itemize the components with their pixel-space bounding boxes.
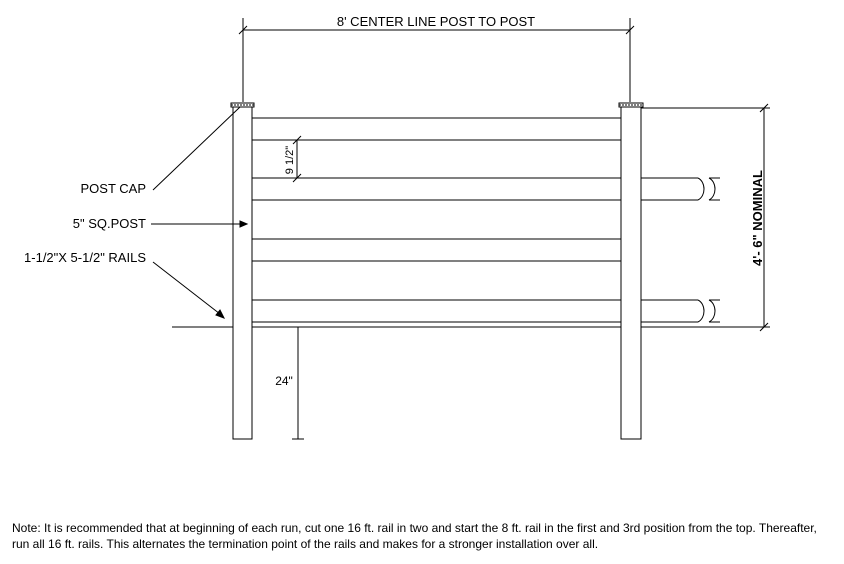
- rail-2: [251, 177, 622, 201]
- rail-1: [251, 117, 622, 141]
- rail-4-break-a: [697, 299, 705, 323]
- rail-4-break-b: [708, 299, 716, 323]
- height-dimension-label: 4'- 6" NOMINAL: [750, 170, 765, 266]
- rails-leader: [152, 261, 221, 315]
- rail-2-break-a: [697, 177, 705, 201]
- rails-leader-arrow: [215, 309, 226, 319]
- right-post: [620, 106, 642, 440]
- top-dimension-tick-left: [238, 25, 248, 35]
- rail-2-break-b: [708, 177, 716, 201]
- spacing-dimension-tick-bottom: [292, 173, 302, 183]
- fence-diagram-svg: 8' CENTER LINE POST TO POST POST CAP 5" …: [24, 14, 770, 440]
- left-post: [232, 106, 253, 440]
- height-dimension-tick-top: [759, 103, 769, 113]
- post-cap-label: POST CAP: [80, 181, 146, 196]
- spacing-dimension-tick-top: [292, 135, 302, 145]
- top-dimension-label: 8' CENTER LINE POST TO POST: [337, 14, 535, 29]
- rail-spacing-label: 9 1/2": [284, 146, 296, 174]
- rail-4: [251, 299, 622, 323]
- rails-label: 1-1/2"X 5-1/2" RAILS: [24, 250, 146, 265]
- post-cap-leader: [152, 106, 241, 191]
- post-depth-label: 24": [275, 374, 293, 388]
- fence-drawing: 8' CENTER LINE POST TO POST POST CAP 5" …: [24, 14, 770, 440]
- post-label: 5" SQ.POST: [73, 216, 146, 231]
- post-leader-arrow: [239, 220, 249, 228]
- rail-3: [251, 238, 622, 262]
- top-dimension-tick-right: [625, 25, 635, 35]
- installation-note: Note: It is recommended that at beginnin…: [12, 521, 817, 551]
